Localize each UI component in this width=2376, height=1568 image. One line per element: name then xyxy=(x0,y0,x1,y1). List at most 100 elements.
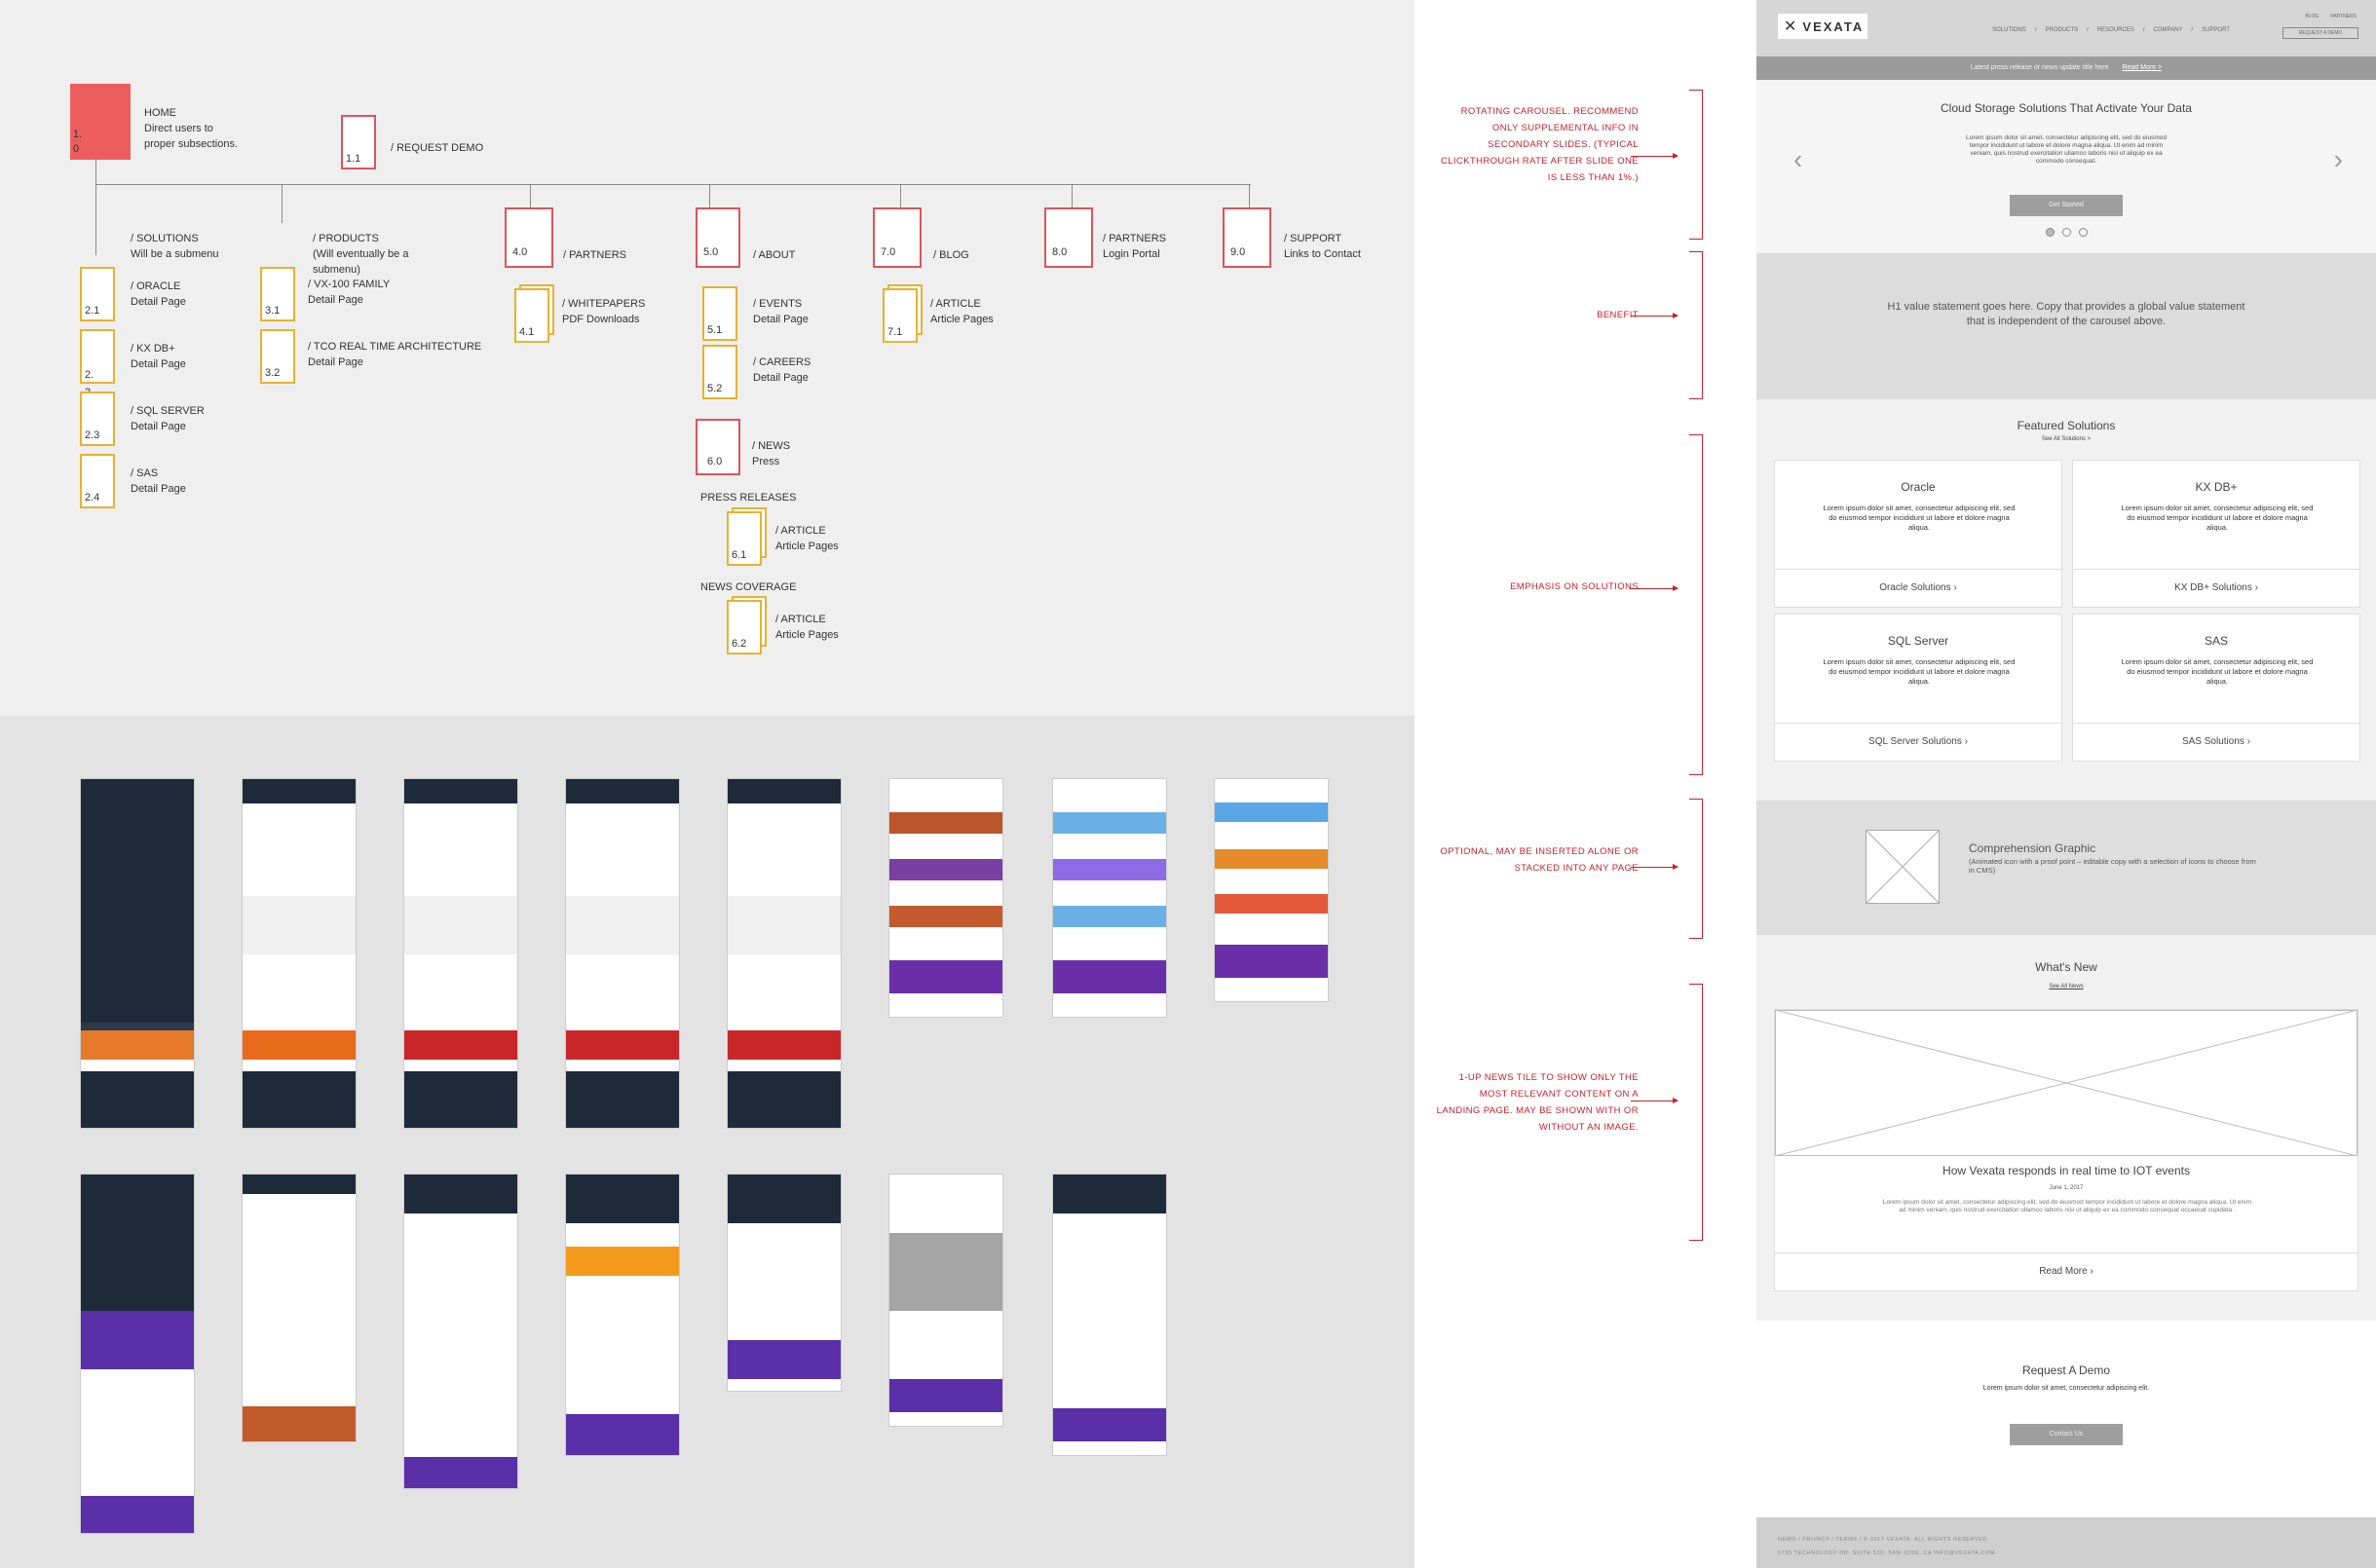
thumbnail-block xyxy=(889,906,1002,927)
sqlserver-node-label: / SQL SERVER Detail Page xyxy=(131,403,205,434)
nav-resources[interactable]: RESOURCES xyxy=(2096,27,2134,33)
page-number: 7.0 xyxy=(881,246,896,258)
nav-solutions[interactable]: SOLUTIONS xyxy=(1992,27,2026,33)
arrow-icon xyxy=(1631,585,1678,591)
thumbnail-block xyxy=(728,1071,841,1128)
events-doc: 5.1 xyxy=(702,286,737,341)
request-demo-doc: 1.1 xyxy=(341,115,376,169)
node-title: / NEWS xyxy=(752,440,791,452)
note-carousel: ROTATING CAROUSEL. RECOMMEND ONLY SUPPLE… xyxy=(1440,106,1639,183)
benefit-section: H1 value statement goes here. Copy that … xyxy=(1756,253,2376,399)
thumbnail-block xyxy=(404,1457,517,1488)
carousel-dot[interactable] xyxy=(2045,228,2055,237)
node-title: / SUPPORT xyxy=(1284,233,1342,244)
page-thumbnail xyxy=(403,778,518,1129)
featured-solutions-section: Featured Solutions See All Solutions > O… xyxy=(1756,399,2376,801)
thumbnail-block xyxy=(566,1247,679,1276)
page-number: 7.1 xyxy=(887,326,903,338)
card-link[interactable]: Oracle Solutions › xyxy=(1775,569,2061,607)
vexata-logo[interactable]: ✕ VEXATA xyxy=(1778,14,1867,39)
util-link-partners[interactable]: PARTNERS xyxy=(2330,14,2357,19)
see-all-solutions-link[interactable]: See All Solutions > xyxy=(2041,436,2092,442)
carousel-dot[interactable] xyxy=(2078,228,2088,237)
chevron-left-icon[interactable]: ‹ xyxy=(1793,144,1803,174)
press-bar-text: Latest press release or news update titl… xyxy=(1970,64,2109,71)
news-card-copy: Lorem ipsum dolor sit amet, consectetur … xyxy=(1882,1199,2252,1213)
page-number: 4.1 xyxy=(519,326,535,338)
carousel-dot[interactable] xyxy=(2061,228,2071,237)
page-number: 2.1 xyxy=(85,305,100,317)
node-desc: Detail Page xyxy=(131,421,186,432)
node-desc: Detail Page xyxy=(131,358,186,370)
thumbnail-block xyxy=(1215,803,1328,822)
solution-card: Oracle Lorem ipsum dolor sit amet, conse… xyxy=(1774,460,2062,608)
products-node-label: / PRODUCTS (Will eventually be a submenu… xyxy=(313,231,408,278)
thumbnail-block xyxy=(566,1175,679,1223)
card-link[interactable]: SQL Server Solutions › xyxy=(1775,723,2061,761)
section-bracket xyxy=(1689,90,1703,240)
kxdb-node-label: / KX DB+Detail Page xyxy=(131,341,186,372)
thumbnail-block xyxy=(889,779,1002,808)
node-title: / CAREERS xyxy=(753,356,811,368)
node-title: / VX-100 FAMILY xyxy=(308,279,391,290)
demo-copy: Lorem ipsum dolor sit amet, consectetur … xyxy=(1982,1385,2150,1392)
util-link-blog[interactable]: BLOG xyxy=(2305,14,2319,19)
footer-links[interactable]: NEWS / PRIVACY / TERMS / © 2017 VEXATA. … xyxy=(1778,1537,1990,1543)
nav-company[interactable]: COMPANY xyxy=(2153,27,2183,33)
card-copy: Lorem ipsum dolor sit amet, consectetur … xyxy=(2121,504,2314,532)
thumbnail-block xyxy=(566,1223,679,1369)
page-thumbnail xyxy=(727,778,842,1129)
page-number: 2.3 xyxy=(85,429,100,441)
thumbnail-block xyxy=(1053,779,1166,808)
connector xyxy=(95,158,96,255)
solution-card: SQL Server Lorem ipsum dolor sit amet, c… xyxy=(1774,614,2062,762)
comprehension-graphic-section: Comprehension Graphic (Animated icon wit… xyxy=(1756,801,2376,935)
solutions-title: Featured Solutions xyxy=(2017,419,2116,432)
nav-support[interactable]: SUPPORT xyxy=(2202,27,2230,33)
node-desc: Detail Page xyxy=(131,483,186,495)
thumbnail-block xyxy=(1053,1408,1166,1441)
thumbnail-block xyxy=(566,779,679,803)
thumbnail-block xyxy=(1053,906,1166,927)
node-title: / ARTICLE xyxy=(930,298,981,310)
news-image-placeholder xyxy=(1775,1010,2357,1156)
thumbnail-block xyxy=(566,1030,679,1060)
solutions-node-label: / SOLUTIONS Will be a submenu xyxy=(131,231,219,262)
thumbnail-block xyxy=(1053,997,1166,1017)
nav-separator: / xyxy=(2034,27,2037,33)
thumbnail-block xyxy=(728,779,841,803)
connector xyxy=(709,184,710,207)
see-all-news-link[interactable]: See All News xyxy=(2049,984,2084,989)
news-title: What's New xyxy=(2035,960,2097,974)
thumbnail-block xyxy=(243,1030,356,1060)
sas-doc: 2.4 xyxy=(80,454,115,508)
thumbnail-block xyxy=(81,1496,194,1533)
read-more-link[interactable]: Read More › xyxy=(1775,1252,2357,1290)
node-desc: Login Portal xyxy=(1103,248,1160,260)
thumbnail-block xyxy=(566,1414,679,1455)
request-demo-nav-button[interactable]: REQUEST A DEMO xyxy=(2282,27,2358,39)
home-node-label: HOME Direct users to proper subsections. xyxy=(144,105,238,152)
nav-products[interactable]: PRODUCTS xyxy=(2045,27,2079,33)
nav-separator: / xyxy=(2087,27,2089,33)
node-desc: Detail Page xyxy=(753,314,809,325)
get-started-button[interactable]: Get Started xyxy=(2010,195,2123,216)
thumbnail-block xyxy=(889,812,1002,834)
arrow-icon xyxy=(1631,153,1678,159)
contact-us-button[interactable]: Contact Us xyxy=(2010,1424,2123,1445)
node-title: / SQL SERVER xyxy=(131,405,205,417)
card-copy: Lorem ipsum dolor sit amet, consectetur … xyxy=(2121,657,2314,686)
chevron-right-icon[interactable]: › xyxy=(2333,144,2343,174)
page-number: 6.1 xyxy=(732,549,747,561)
card-link[interactable]: KX DB+ Solutions › xyxy=(2073,569,2359,607)
thumbnail-block xyxy=(243,1175,356,1194)
thumbnail-block xyxy=(404,896,517,954)
card-link[interactable]: SAS Solutions › xyxy=(2073,723,2359,761)
thumbnail-block xyxy=(81,1071,194,1128)
nav-separator: / xyxy=(2142,27,2145,33)
section-bracket xyxy=(1689,799,1703,939)
press-bar-link[interactable]: Read More > xyxy=(2122,64,2163,71)
thumbnail-block xyxy=(1053,812,1166,834)
